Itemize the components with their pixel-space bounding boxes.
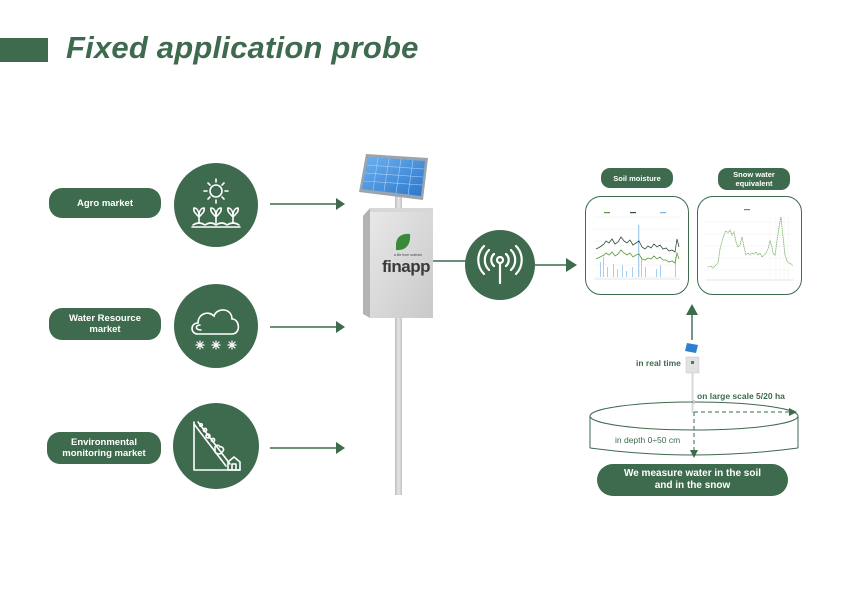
chart-label-text: Soil moisture — [613, 173, 661, 183]
title-accent-bar — [0, 38, 48, 62]
market-label-line1: Environmental — [71, 437, 137, 448]
market-pill-water-resource: Water Resource market — [49, 308, 161, 340]
market-label-line2: monitoring market — [62, 448, 146, 459]
soil-moisture-plot — [594, 212, 680, 280]
arrow-environment-to-probe — [270, 442, 345, 454]
depth-label: in depth 0÷50 cm — [615, 435, 681, 445]
snow-water-chart — [697, 196, 802, 295]
market-label: Agro market — [77, 197, 133, 209]
arrow-up-to-charts — [686, 304, 698, 340]
arrow-agro-to-probe — [270, 198, 345, 210]
arrow-water-to-probe — [270, 321, 345, 333]
chart-label-text-line2: equivalent — [735, 179, 773, 188]
sun-plants-icon — [174, 163, 258, 247]
market-pill-environmental: Environmental monitoring market — [47, 432, 161, 464]
mini-probe-icon — [685, 343, 700, 413]
antenna-signal-icon — [465, 230, 535, 300]
probe-enclosure — [370, 212, 433, 318]
market-pill-agro: Agro market — [49, 188, 161, 218]
page-title: Fixed application probe — [66, 30, 419, 65]
cloud-snow-icon — [174, 284, 258, 368]
probe-pole — [395, 190, 402, 495]
arrow-antenna-to-charts — [535, 258, 577, 272]
finapp-leaf-icon — [396, 233, 411, 251]
probe-station — [359, 154, 433, 495]
scale-label: on large scale 5/20 ha — [697, 391, 785, 401]
summary-line1: We measure water in the soil — [623, 468, 762, 479]
solar-panel-icon — [359, 154, 428, 200]
market-label-line1: Water Resource — [69, 313, 141, 324]
realtime-label: in real time — [636, 358, 681, 368]
chart-label-text-line1: Snow water — [733, 170, 775, 179]
summary-pill: We measure water in the soil and in the … — [597, 464, 788, 496]
scale-arrow-head — [789, 408, 797, 416]
brand-tagline: a life from science — [393, 253, 423, 257]
summary-line2: and in the snow — [654, 480, 731, 491]
snow-water-plot — [706, 209, 794, 281]
market-label-line2: market — [89, 324, 121, 335]
chart-label-soil-moisture: Soil moisture — [601, 168, 673, 188]
field-cylinder-diagram — [589, 400, 799, 458]
chart-label-snow-water: Snow water equivalent — [718, 168, 790, 190]
landslide-icon — [173, 403, 259, 489]
depth-arrow-head — [690, 450, 698, 458]
soil-moisture-chart — [585, 196, 689, 295]
connector-line — [433, 260, 467, 262]
brand-logo: finapp — [382, 257, 431, 276]
